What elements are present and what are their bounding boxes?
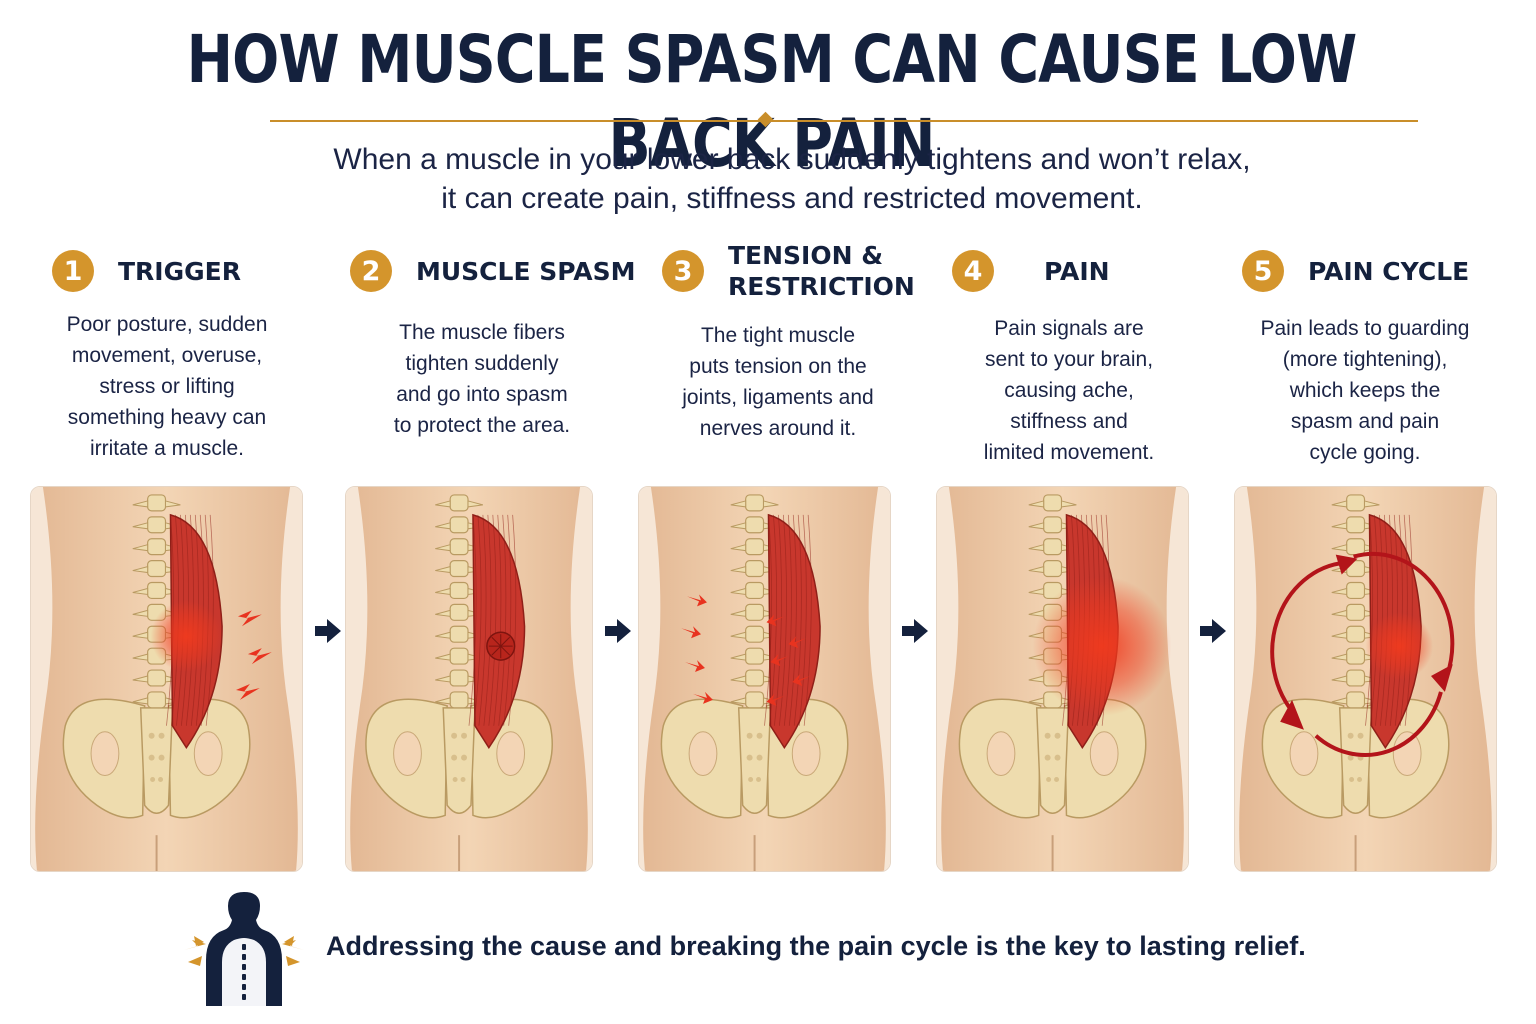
divider-diamond-icon [757,111,774,128]
panel-5-cycle-illustration [1234,486,1497,872]
spine-illustration [639,487,890,871]
panel-3-tension-illustration [638,486,891,872]
step-1-title: TRIGGER [118,256,241,286]
arrow-right-icon [1196,614,1230,648]
step-1-header: 1 TRIGGER [52,236,241,306]
subtitle-line-1: When a muscle in your lower back suddenl… [333,143,1251,176]
step-3-badge: 3 [662,250,704,292]
arrow-right-icon [898,614,932,648]
back-pain-icon [180,890,308,1006]
step-1-badge: 1 [52,250,94,292]
page-title: HOW MUSCLE SPASM CAN CAUSE LOW BACK PAIN [186,21,1358,182]
step-3-header: 3 TENSION &RESTRICTION [662,236,915,306]
step-5-header: 5 PAIN CYCLE [1242,236,1469,306]
step-2-title: MUSCLE SPASM [416,256,636,286]
step-2-badge: 2 [350,250,392,292]
spine-illustration [31,487,302,871]
subtitle: When a muscle in your lower back suddenl… [180,140,1404,218]
step-5-badge: 5 [1242,250,1284,292]
step-2-header: 2 MUSCLE SPASM [350,236,636,306]
spine-illustration [937,487,1188,871]
spine-illustration [1235,487,1496,871]
step-4-header: 4 PAIN [952,236,1110,306]
panel-2-spasm-illustration [345,486,593,872]
panel-1-trigger-illustration [30,486,303,872]
step-5-title: PAIN CYCLE [1308,256,1470,286]
step-3-title: TENSION &RESTRICTION [728,241,915,301]
subtitle-line-2: it can create pain, stiffness and restri… [441,182,1143,215]
footer-message: Addressing the cause and breaking the pa… [326,931,1306,961]
panel-4-pain-illustration [936,486,1189,872]
title-divider [270,111,1418,129]
arrow-right-icon [601,614,635,648]
spine-illustration [346,487,592,871]
step-4-title: PAIN [1044,256,1110,286]
step-5-description: Pain leads to guarding(more tightening),… [1260,317,1470,464]
step-4-badge: 4 [952,250,994,292]
arrow-right-icon [311,614,345,648]
